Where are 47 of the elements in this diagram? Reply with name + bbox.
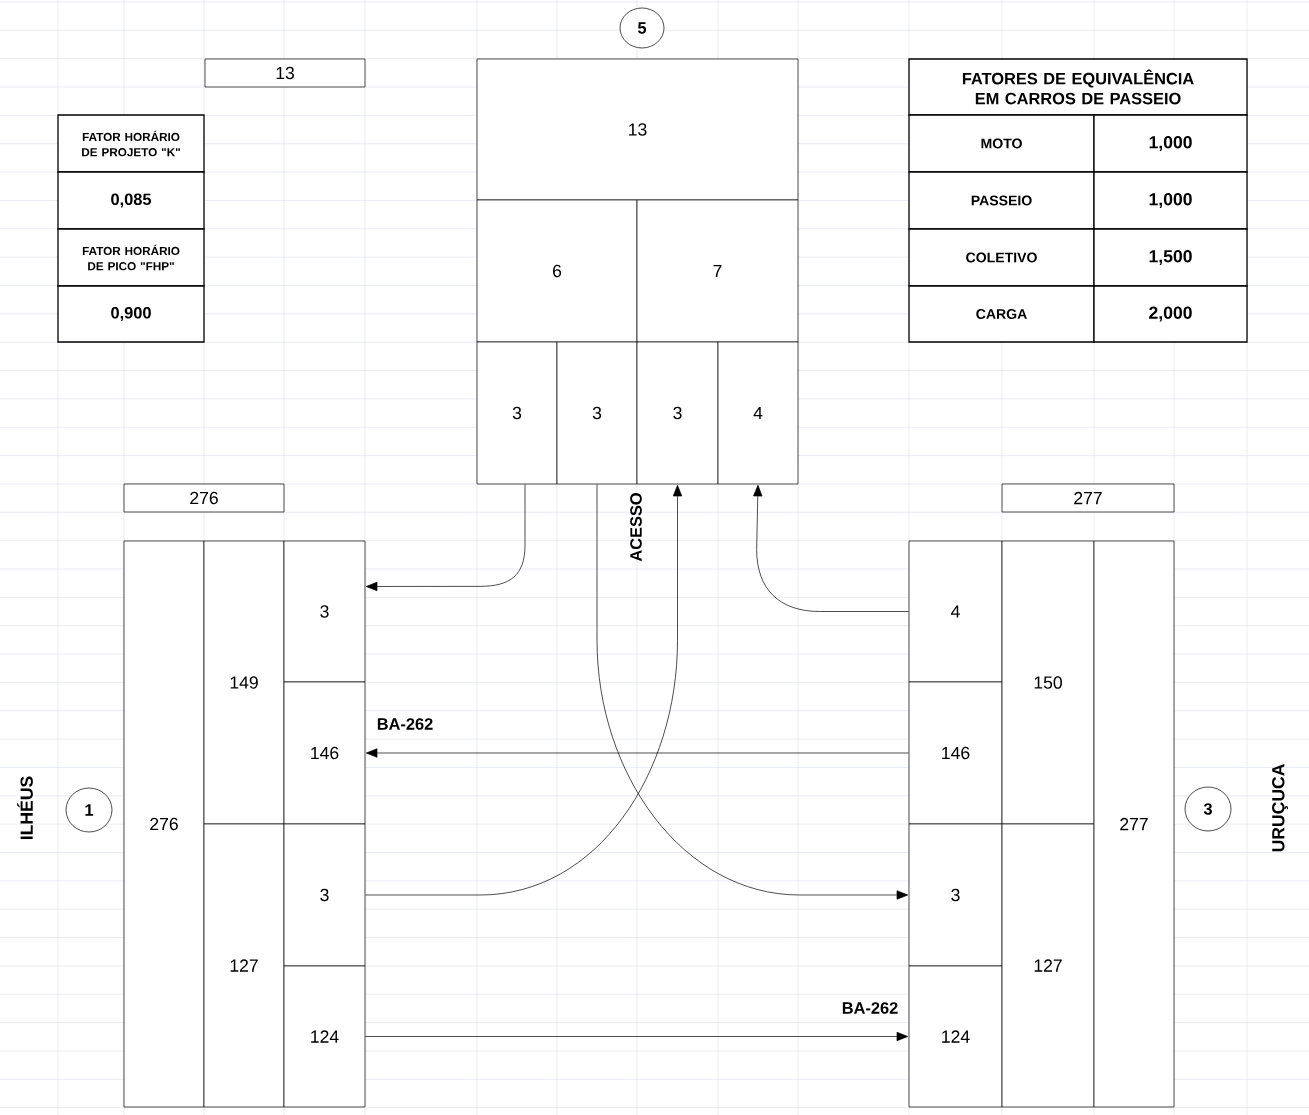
- vertical-label: ACESSO: [630, 493, 642, 562]
- table-cell: FATOR HORÁRIO DE PROJETO "K": [57, 114, 205, 173]
- arrow: [365, 1031, 909, 1042]
- table-cell: 0,900: [57, 285, 205, 343]
- volume-cell: 3: [556, 341, 638, 485]
- volume-cell: 127: [1001, 823, 1095, 1108]
- table-cell: FATOR HORÁRIO DE PICO "FHP": [57, 228, 205, 287]
- table-cell: 1,000: [1093, 114, 1248, 173]
- volume-cell: 4: [908, 540, 1003, 683]
- arrow: [365, 748, 909, 758]
- volume-cell: 3: [283, 540, 366, 683]
- vertical-label: ILHÉUS: [17, 776, 33, 840]
- table-cell: 2,000: [1093, 285, 1248, 343]
- volume-cell: 3: [908, 823, 1003, 967]
- volume-cell: 7: [636, 199, 799, 343]
- volume-cell: 6: [476, 199, 638, 343]
- arrow: [596, 484, 909, 900]
- table-cell: CARGA: [908, 285, 1095, 343]
- volume-cell: 3: [283, 823, 366, 967]
- volume-cell: 277: [1093, 540, 1175, 1108]
- vertical-label: URUÇUCA: [1272, 764, 1288, 852]
- arrow: [753, 484, 909, 612]
- volume-cell: 3: [636, 341, 719, 485]
- table-cell: COLETIVO: [908, 228, 1095, 287]
- volume-cell: 149: [203, 540, 285, 825]
- volume-cell: 4: [717, 341, 799, 485]
- count-box: 13: [204, 58, 366, 88]
- arrow: [365, 484, 683, 896]
- volume-cell: 146: [908, 681, 1003, 825]
- table-cell: 1,500: [1093, 228, 1248, 287]
- volume-cell: 3: [476, 341, 558, 485]
- arrow: [365, 484, 526, 592]
- volume-cell: 146: [283, 681, 366, 825]
- volume-cell: 276: [123, 540, 205, 1108]
- table-cell: 0,085: [57, 171, 205, 230]
- volume-cell: 13: [476, 58, 799, 201]
- volume-cell: 124: [908, 965, 1003, 1108]
- count-box: 276: [123, 483, 285, 513]
- table-cell: PASSEIO: [908, 171, 1095, 230]
- volume-cell: 127: [203, 823, 285, 1108]
- road-label: BA-262: [842, 1002, 898, 1014]
- count-box: 277: [1001, 483, 1175, 513]
- table-cell: MOTO: [908, 114, 1095, 173]
- road-label: BA-262: [377, 718, 433, 730]
- table-cell: 1,000: [1093, 171, 1248, 230]
- volume-cell: 150: [1001, 540, 1095, 825]
- volume-cell: 124: [283, 965, 366, 1108]
